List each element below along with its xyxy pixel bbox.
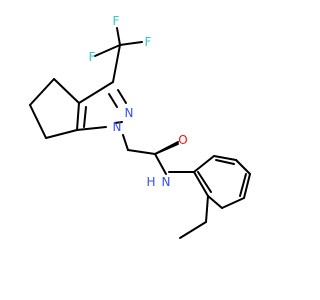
bond-ar3-ar4 [235, 159, 251, 175]
bond-c6-c7a [45, 129, 78, 139]
structure-drawing: F F F N N O N H [29, 14, 251, 239]
atom-label-n2: N [125, 106, 134, 120]
bond-ar-ethyl-ch2 [205, 195, 209, 223]
bond-n1-ch2 [122, 134, 129, 151]
bond-c4-c5 [29, 78, 55, 106]
bond-c3a-c7a-b [83, 106, 87, 128]
bond-cf3-c-f2 [119, 41, 143, 46]
bond-c5-c6 [29, 104, 47, 139]
bond-n2-n1 [114, 121, 123, 124]
atom-label-n1: N [113, 120, 122, 134]
bond-ch2-carbonyl [127, 149, 156, 155]
atom-label-amide-h: H [146, 175, 155, 189]
bond-c3-n2-b [108, 93, 118, 108]
bond-c3-c3a [78, 81, 114, 104]
bond-ar5-ar6 [221, 197, 245, 209]
bond-ar4-ar5-inner [239, 173, 247, 197]
bond-ar2-ar3-inner [215, 159, 235, 165]
bond-n1-c7a [76, 126, 107, 131]
bond-ethyl-ch3 [179, 221, 207, 239]
bond-ar4-ar5 [243, 173, 251, 199]
bond-ar1-ar2 [193, 155, 215, 173]
bond-c3-n2-a [117, 89, 127, 104]
atom-label-amide-n: N [162, 175, 171, 189]
bond-c3a-c7a-a [76, 102, 80, 131]
bond-cf3-c-c3 [112, 44, 121, 83]
bond-ar1-ar6-inner [197, 171, 212, 193]
bond-ar2-ar3 [213, 155, 237, 161]
bond-carbonyl-o-b [154, 143, 179, 155]
bond-ar1-ar6 [193, 171, 209, 197]
atom-label-f2: F [145, 35, 152, 49]
bond-c3a-c4 [53, 78, 80, 104]
bond-cf3-c-f1 [94, 44, 121, 57]
atom-label-f3: F [113, 14, 120, 28]
atom-label-o: O [178, 133, 187, 147]
bond-ar6-ar1 [207, 195, 223, 209]
atom-label-f1: F [89, 50, 96, 64]
bond-cf3-c-f3 [116, 27, 121, 46]
molecule-diagram: F F F N N O N H [29, 14, 251, 239]
bond-carbonyl-n [154, 153, 167, 175]
